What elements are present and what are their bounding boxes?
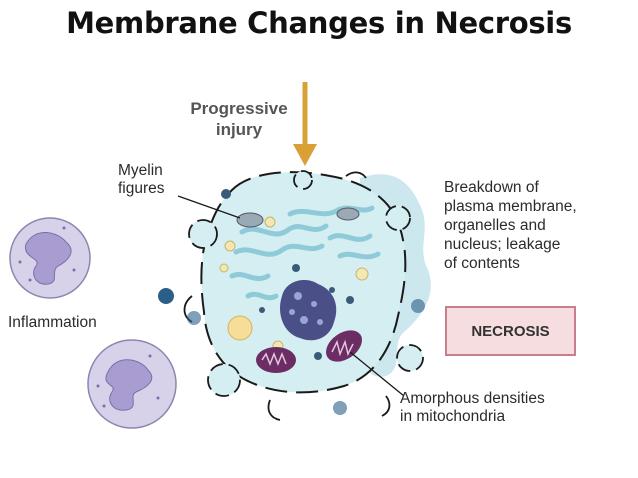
- breakdown-label: Breakdown of plasma membrane, organelles…: [444, 178, 577, 273]
- leukocyte: [87, 339, 177, 429]
- breakdown-line5: of contents: [444, 255, 520, 272]
- nucleus: [280, 280, 337, 341]
- breakdown-line3: organelles and: [444, 217, 546, 234]
- debris: [158, 189, 425, 415]
- amorphous-densities-label: Amorphous densities in mitochondria: [400, 390, 545, 426]
- myelin-figure: [236, 212, 264, 228]
- progressive-injury-label: Progressive injury: [184, 98, 294, 140]
- injury-arrow: [293, 82, 317, 166]
- myelin-label-line1: Myelin: [118, 162, 163, 179]
- myelin-figure: [336, 207, 360, 221]
- mitochondrion: [256, 347, 296, 373]
- amorphous-line1: Amorphous densities: [400, 390, 545, 407]
- amorphous-line2: in mitochondria: [400, 408, 506, 425]
- granules: [259, 264, 354, 360]
- progressive-label-line2: injury: [215, 120, 263, 139]
- amorphous-leader: [349, 351, 405, 397]
- myelin-figures-label: Myelin figures: [118, 162, 165, 198]
- breakdown-line2: plasma membrane,: [444, 198, 577, 215]
- breakdown-line1: Breakdown of: [444, 179, 539, 196]
- page-title: Membrane Changes in Necrosis: [66, 6, 572, 40]
- inflammation-label: Inflammation: [8, 314, 97, 331]
- membrane-blebs: [188, 170, 424, 397]
- large-vesicle: [227, 315, 253, 341]
- breakdown-line4: nucleus; leakage: [444, 236, 561, 253]
- progressive-label-line1: Progressive: [190, 99, 288, 118]
- leukocyte: [9, 217, 91, 299]
- endoplasmic-reticulum: [229, 205, 381, 301]
- myelin-label-line2: figures: [118, 180, 165, 197]
- necrosis-box: NECROSIS: [445, 306, 576, 356]
- myelin-leader: [177, 195, 241, 219]
- chromatin: [289, 292, 323, 325]
